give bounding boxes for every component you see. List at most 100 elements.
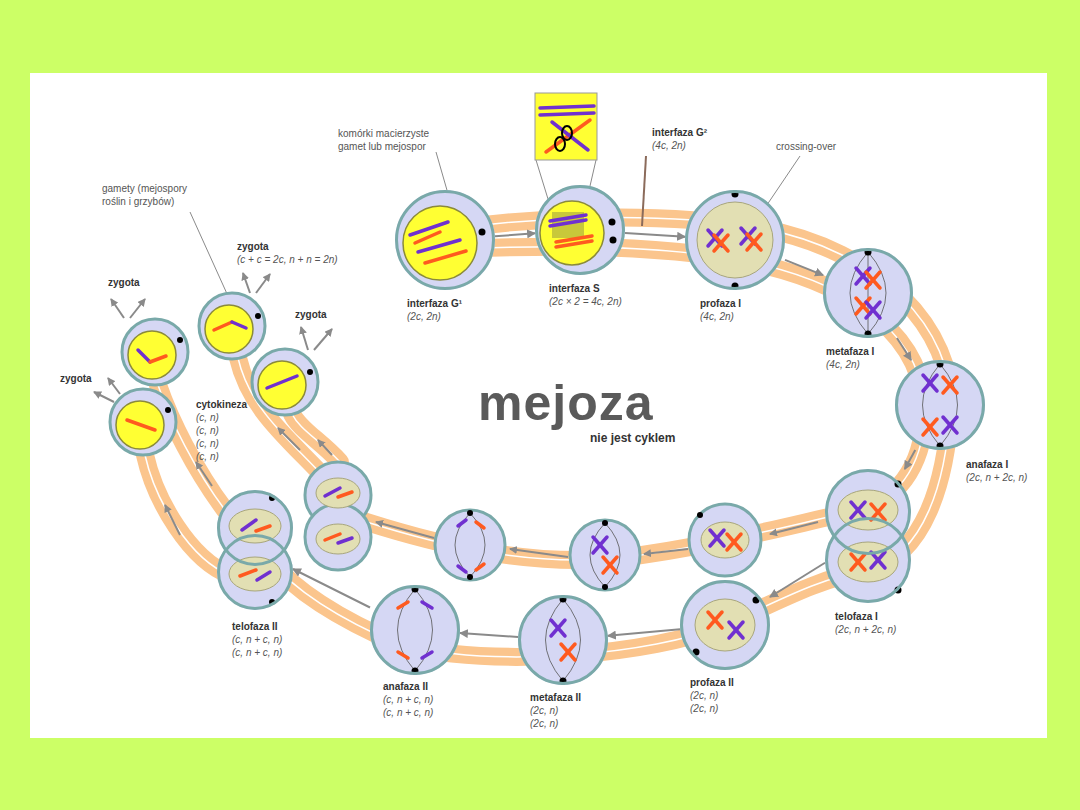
cell-interphase-s [550, 220, 586, 226]
band-arrow [376, 522, 434, 538]
cell-node: interfaza G¹(2c, 2n) [395, 190, 495, 290]
cell-second-division-inner [590, 523, 620, 587]
phase-name: interfaza G¹ [407, 297, 462, 310]
cell-telophase-ii [217, 534, 293, 610]
dna-count: (2c, n + 2c, n) [966, 471, 1027, 484]
cell-second-division-inner [458, 520, 466, 526]
gamete-cell [177, 337, 183, 343]
cell-node: metafaza II(2c, n)(2c, n) [518, 595, 608, 685]
dna-count: (4c, 2n) [700, 310, 741, 323]
cell-prophase-i [685, 190, 785, 290]
cell-interphase-g1 [403, 206, 477, 280]
white-panel [30, 73, 1047, 738]
crossing-over-inset [535, 93, 597, 160]
cell-interphase-s [535, 185, 625, 275]
cell-anaphase-ii [398, 602, 408, 608]
cell-outline [825, 469, 911, 603]
cell-interphase-s [556, 241, 592, 247]
zygote-arrow [256, 274, 270, 293]
diagram-title: mejoza [478, 378, 654, 428]
callout-label: komórki macierzyste gamet lub mejospor [338, 127, 446, 153]
cell-prophase-ii [729, 622, 743, 638]
phase-caption: anafaza II(c, n + c, n)(c, n + c, n) [383, 680, 433, 719]
cell-second-division-inner [316, 524, 360, 554]
cell-metaphase-ii [518, 595, 608, 685]
cell-membrane [825, 250, 912, 337]
dna-count: (2c, n) [530, 704, 581, 717]
dna-count: (2c, n) [530, 717, 581, 730]
band-arrow [510, 549, 568, 557]
dna-count: (c + c = 2c, n + n = 2n) [237, 253, 338, 266]
cell-anaphase-i [923, 419, 937, 435]
gamete-cell [116, 401, 164, 449]
dna-count: (c, n) [196, 424, 219, 437]
dna-count: (4c, 2n) [826, 358, 874, 371]
band-arrow [278, 428, 300, 450]
zygote-arrow [130, 299, 145, 318]
dna-count: (2c, n + 2c, n) [835, 623, 896, 636]
phase-name: metafaza I [826, 345, 874, 358]
cell-membrane [682, 582, 769, 669]
cell-membrane [827, 519, 910, 602]
cell-node: anafaza II(c, n + c, n)(c, n + c, n) [370, 585, 460, 675]
cell-second-division-inner [697, 512, 703, 518]
process-band [345, 247, 925, 560]
cell-anaphase-ii [398, 589, 433, 671]
phase-arrow [293, 569, 370, 608]
zygote-arrow [301, 327, 308, 350]
cell-interphase-s [610, 237, 617, 244]
process-band [270, 218, 950, 657]
leader-line [190, 212, 228, 296]
phase-arrow [495, 233, 535, 236]
dna-count: (2c, n) [690, 702, 734, 715]
phase-caption: profaza II(2c, n)(2c, n) [690, 676, 734, 715]
cell-interphase-g1 [418, 240, 460, 252]
dna-count: (c, n + c, n) [232, 646, 282, 659]
cell-second-division-inner [467, 510, 473, 516]
cell-node: anafaza I(2c, n + 2c, n) [895, 360, 985, 450]
cell-second-division-inner [602, 520, 608, 526]
cell-membrane [219, 536, 292, 609]
cell-telophase-i [851, 554, 865, 570]
cell-prophase-i [685, 190, 785, 290]
cell-interphase-g1 [415, 232, 440, 243]
cell-membrane [897, 362, 984, 449]
cell-second-division-inner [338, 538, 352, 543]
gamete-cell [205, 305, 253, 353]
gamete-cell [232, 322, 246, 328]
zygote-label: zygota [295, 308, 327, 321]
cell-membrane [687, 192, 784, 289]
cell-telophase-ii [257, 572, 270, 580]
dna-count: (c, n + c, n) [383, 706, 433, 719]
gamete-cell [150, 356, 166, 362]
cell-telophase-ii [229, 557, 281, 591]
callout-label: crossing-over [776, 140, 836, 153]
phase-caption: metafaza II(2c, n)(2c, n) [530, 691, 581, 730]
cell-prophase-ii [680, 580, 770, 670]
gamete-cell [214, 322, 232, 330]
zygote-arrow [111, 299, 124, 318]
cell-metaphase-i [866, 302, 880, 318]
zygote-arrow [94, 392, 114, 402]
process-band [292, 414, 340, 462]
cell-second-division-inner [570, 520, 640, 590]
cell-anaphase-i [895, 360, 985, 450]
cell-anaphase-ii [370, 585, 460, 675]
cell-membrane [219, 492, 292, 565]
phase-name: anafaza I [966, 458, 1027, 471]
dna-count: (c, n) [196, 450, 219, 463]
crossing-over-inset [535, 93, 597, 160]
leader-line [642, 156, 646, 226]
zygote-label: zygota [237, 240, 269, 253]
cell-prophase-i [747, 234, 761, 250]
dna-count: (c, n + c, n) [383, 693, 433, 706]
cell-interphase-g1 [395, 190, 495, 290]
phase-caption: interfaza S(2c × 2 = 4c, 2n) [549, 282, 622, 308]
cell-prophase-i [714, 235, 728, 251]
gamete-cell [267, 376, 297, 388]
crossing-over-inset [552, 122, 588, 150]
cell-second-division-inner [603, 557, 617, 573]
band-arrow [196, 462, 212, 486]
phase-arrow [785, 260, 823, 275]
cell-second-division-inner [710, 530, 724, 546]
